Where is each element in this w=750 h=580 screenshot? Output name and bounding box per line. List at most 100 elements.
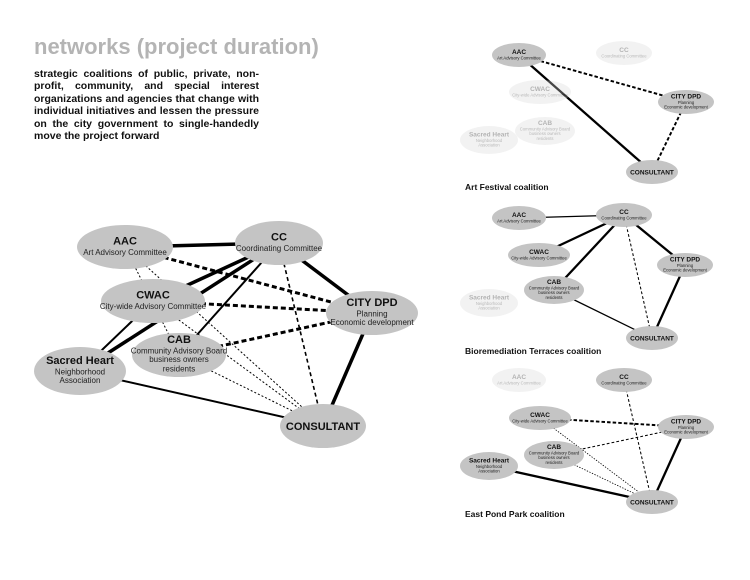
- node-cons: CONSULTANT: [626, 326, 678, 350]
- node-subtitle: Community Advisory Board: [520, 127, 571, 132]
- edge-cc-cons: [623, 214, 653, 339]
- node-bubble: [34, 347, 126, 395]
- node-subtitle: Association: [478, 143, 500, 148]
- node-bubble: [658, 90, 714, 114]
- edge-sh-cons: [488, 464, 653, 504]
- node-bubble: [460, 126, 518, 154]
- node-subtitle: Neighborhood: [55, 367, 105, 376]
- node-abbr: CAB: [538, 120, 552, 127]
- page-description: strategic coalitions of public, private,…: [34, 68, 259, 143]
- node-bubble: [460, 289, 518, 317]
- edge-cwac-cons: [152, 300, 324, 427]
- node-bubble: [460, 452, 518, 480]
- edge-aac-city: [518, 54, 687, 103]
- node-subtitle: Neighborhood: [476, 138, 503, 143]
- node-subtitle: Association: [478, 469, 500, 474]
- node-abbr: CAB: [167, 334, 191, 346]
- node-abbr: CC: [271, 232, 287, 244]
- node-abbr: CONSULTANT: [286, 421, 360, 433]
- node-subtitle: Economic development: [664, 430, 708, 435]
- node-subtitle: business owners: [149, 355, 209, 364]
- node-subtitle: business owners: [529, 131, 560, 136]
- node-subtitle: Coordinating Committee: [236, 244, 323, 253]
- coalition-caption: East Pond Park coalition: [465, 509, 565, 519]
- node-subtitle: Planning: [678, 100, 695, 105]
- node-cons: CONSULTANT: [626, 490, 678, 514]
- node-bubble: [509, 406, 571, 430]
- node-abbr: Sacred Heart: [469, 132, 510, 139]
- node-subtitle: Coordinating Committee: [601, 216, 647, 221]
- node-abbr: AAC: [512, 212, 526, 219]
- coalition-caption: Bioremediation Terraces coalition: [465, 346, 601, 356]
- node-bubble: [77, 225, 173, 269]
- edge-aac-cons: [518, 54, 653, 173]
- node-bubble: [492, 206, 546, 230]
- node-subtitle: residents: [546, 460, 563, 465]
- coalition-caption: Art Festival coalition: [465, 182, 549, 192]
- node-abbr: CWAC: [530, 86, 550, 93]
- node-subtitle: business owners: [538, 290, 569, 295]
- edge-cc-cons: [623, 379, 653, 503]
- node-abbr: CWAC: [136, 290, 170, 302]
- node-abbr: CAB: [547, 444, 561, 451]
- node-bubble: [280, 404, 366, 448]
- node-bubble: [657, 253, 713, 277]
- node-abbr: CITY DPD: [671, 419, 702, 426]
- node-bubble: [626, 490, 678, 514]
- node-subtitle: Coordinating Committee: [601, 54, 647, 59]
- node-bubble: [524, 441, 584, 469]
- node-subtitle: City-wide Advisory Committee: [511, 256, 567, 261]
- node-subtitle: business owners: [538, 455, 569, 460]
- node-bubble: [101, 279, 205, 323]
- node-abbr: CAB: [547, 279, 561, 286]
- node-subtitle: Neighborhood: [476, 301, 503, 306]
- edge-city-cons: [650, 264, 687, 339]
- node-abbr: CONSULTANT: [630, 169, 674, 176]
- node-subtitle: City-wide Advisory Committee: [100, 302, 207, 311]
- node-abbr: CITY DPD: [346, 297, 397, 309]
- edges-east-pond: [488, 379, 688, 504]
- edge-aac-cons: [124, 246, 324, 427]
- node-abbr: CC: [619, 374, 629, 381]
- node-subtitle: Community Advisory Board: [131, 347, 227, 356]
- node-abbr: CC: [619, 47, 629, 54]
- edge-city-cons: [650, 426, 688, 503]
- node-subtitle: Economic development: [663, 268, 707, 273]
- node-abbr: CC: [619, 209, 629, 216]
- node-abbr: CONSULTANT: [630, 335, 674, 342]
- node-subtitle: Association: [60, 376, 101, 385]
- node-subtitle: Community Advisory Board: [529, 451, 580, 456]
- node-abbr: CWAC: [530, 412, 550, 419]
- node-subtitle: residents: [537, 136, 554, 141]
- node-abbr: CITY DPD: [670, 257, 701, 264]
- node-subtitle: residents: [163, 365, 195, 374]
- node-abbr: CWAC: [529, 249, 549, 256]
- node-subtitle: Planning: [678, 425, 695, 430]
- node-subtitle: Economic development: [664, 105, 708, 110]
- node-bubble: [524, 276, 584, 304]
- node-bubble: [508, 243, 570, 267]
- node-abbr: Sacred Heart: [469, 458, 510, 465]
- node-subtitle: Planning: [677, 263, 694, 268]
- node-subtitle: Art Advisory Committee: [497, 381, 541, 386]
